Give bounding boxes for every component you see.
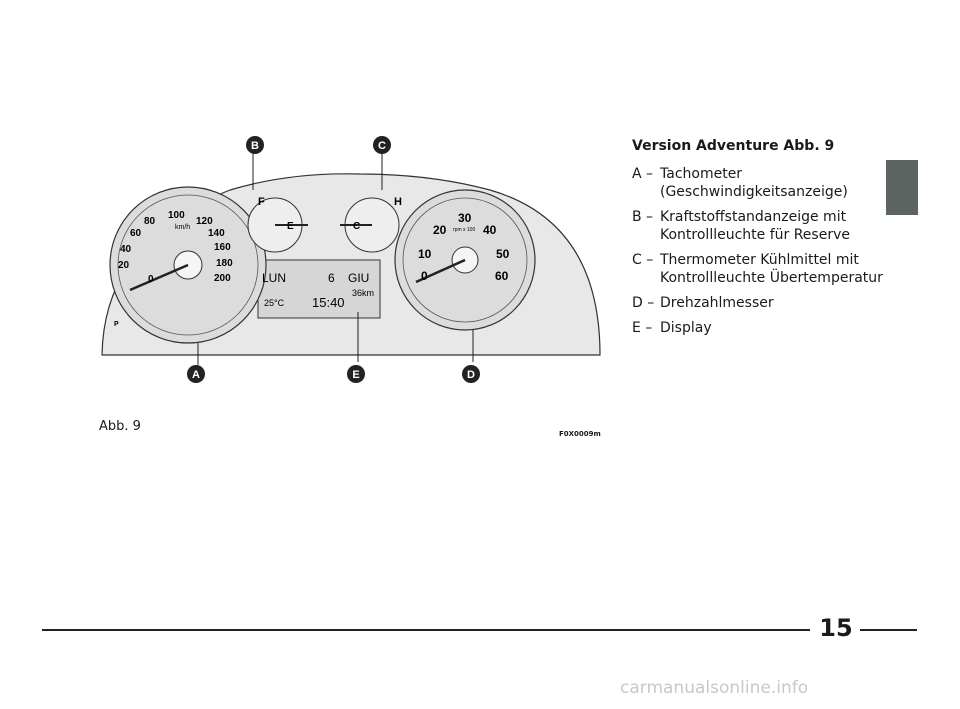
fuel-empty-label: E (287, 221, 294, 232)
figure-code: F0X0009m (559, 430, 601, 438)
page-number: 15 (819, 614, 853, 642)
callout-b: B (246, 136, 264, 154)
svg-text:B: B (251, 140, 259, 152)
callout-c: C (373, 136, 391, 154)
legend-item-d: D – Drehzahlmesser (632, 294, 892, 312)
rpm-tick-60: 60 (495, 269, 509, 283)
legend-key: A – (632, 166, 654, 182)
legend-key: E – (632, 320, 653, 336)
speed-tick-80: 80 (144, 216, 156, 227)
legend-item-c: C – Thermometer Kühlmittel mit Kontrolll… (632, 251, 892, 287)
legend-text: Kraftstoffstandanzeige mit Kontrollleuch… (660, 209, 850, 243)
legend-key: D – (632, 295, 655, 311)
speed-tick-160: 160 (214, 242, 231, 253)
speed-tick-120: 120 (196, 216, 213, 227)
svg-text:D: D (467, 369, 475, 381)
legend-key: B – (632, 209, 654, 225)
tachometer (394, 189, 536, 331)
temp-cold-label: C (353, 221, 360, 232)
speed-tick-40: 40 (120, 244, 132, 255)
speed-tick-60: 60 (130, 228, 142, 239)
callout-d: D (462, 365, 480, 383)
temp-hot-label: H (394, 196, 402, 208)
legend-item-b: B – Kraftstoffstandanzeige mit Kontrolll… (632, 208, 892, 244)
figure-caption: Abb. 9 (99, 419, 141, 434)
fuel-full-label: F (258, 196, 265, 208)
rpm-tick-10: 10 (418, 247, 432, 261)
display-time: 15:40 (312, 295, 345, 310)
speed-tick-20: 20 (118, 260, 130, 271)
display-panel (257, 259, 381, 319)
speed-unit: km/h (175, 224, 190, 231)
legend-text: Display (660, 320, 712, 336)
legend-title: Version Adventure Abb. 9 (632, 138, 835, 154)
instrument-cluster-figure: 0 20 40 60 80 100 120 140 160 180 200 km… (101, 136, 601, 383)
display-date: 6 (328, 271, 335, 285)
callout-e: E (347, 365, 365, 383)
fuel-gauge (247, 152, 308, 253)
chapter-tab (886, 160, 918, 215)
footer-rule-right (860, 629, 917, 631)
rpm-tick-50: 50 (496, 247, 510, 261)
figure-legend: Version Adventure Abb. 9 A – Tachometer … (632, 137, 892, 344)
speed-tick-200: 200 (214, 273, 231, 284)
display-temperature: 25°C (264, 298, 285, 308)
rpm-tick-20: 20 (433, 223, 447, 237)
legend-item-e: E – Display (632, 319, 892, 337)
rpm-tick-30: 30 (458, 211, 472, 225)
watermark: carmanualsonline.info (620, 678, 809, 698)
speed-tick-140: 140 (208, 228, 225, 239)
legend-text: Thermometer Kühlmittel mit Kontrollleuch… (660, 252, 883, 286)
rpm-unit: rpm x 100 (453, 227, 475, 233)
callout-a: A (187, 365, 205, 383)
speed-tick-100: 100 (168, 210, 185, 221)
legend-key: C – (632, 252, 654, 268)
legend-text: Tachometer (Geschwindigkeitsanzeige) (660, 166, 848, 200)
display-month: GIU (348, 271, 369, 285)
rpm-tick-0: 0 (421, 269, 428, 283)
svg-text:C: C (378, 140, 386, 152)
temperature-gauge (340, 152, 400, 253)
svg-text:E: E (352, 369, 359, 381)
display-day: LUN (262, 271, 286, 285)
legend-text: Drehzahlmesser (660, 295, 774, 311)
svg-text:A: A (192, 369, 200, 381)
p-indicator: P (114, 321, 119, 328)
rpm-tick-40: 40 (483, 223, 497, 237)
footer-rule-left (42, 629, 810, 631)
speedometer (109, 186, 267, 344)
speed-tick-180: 180 (216, 258, 233, 269)
display-distance: 36km (352, 288, 374, 298)
speed-tick-0: 0 (148, 274, 154, 285)
legend-item-a: A – Tachometer (Geschwindigkeitsanzeige) (632, 165, 892, 201)
